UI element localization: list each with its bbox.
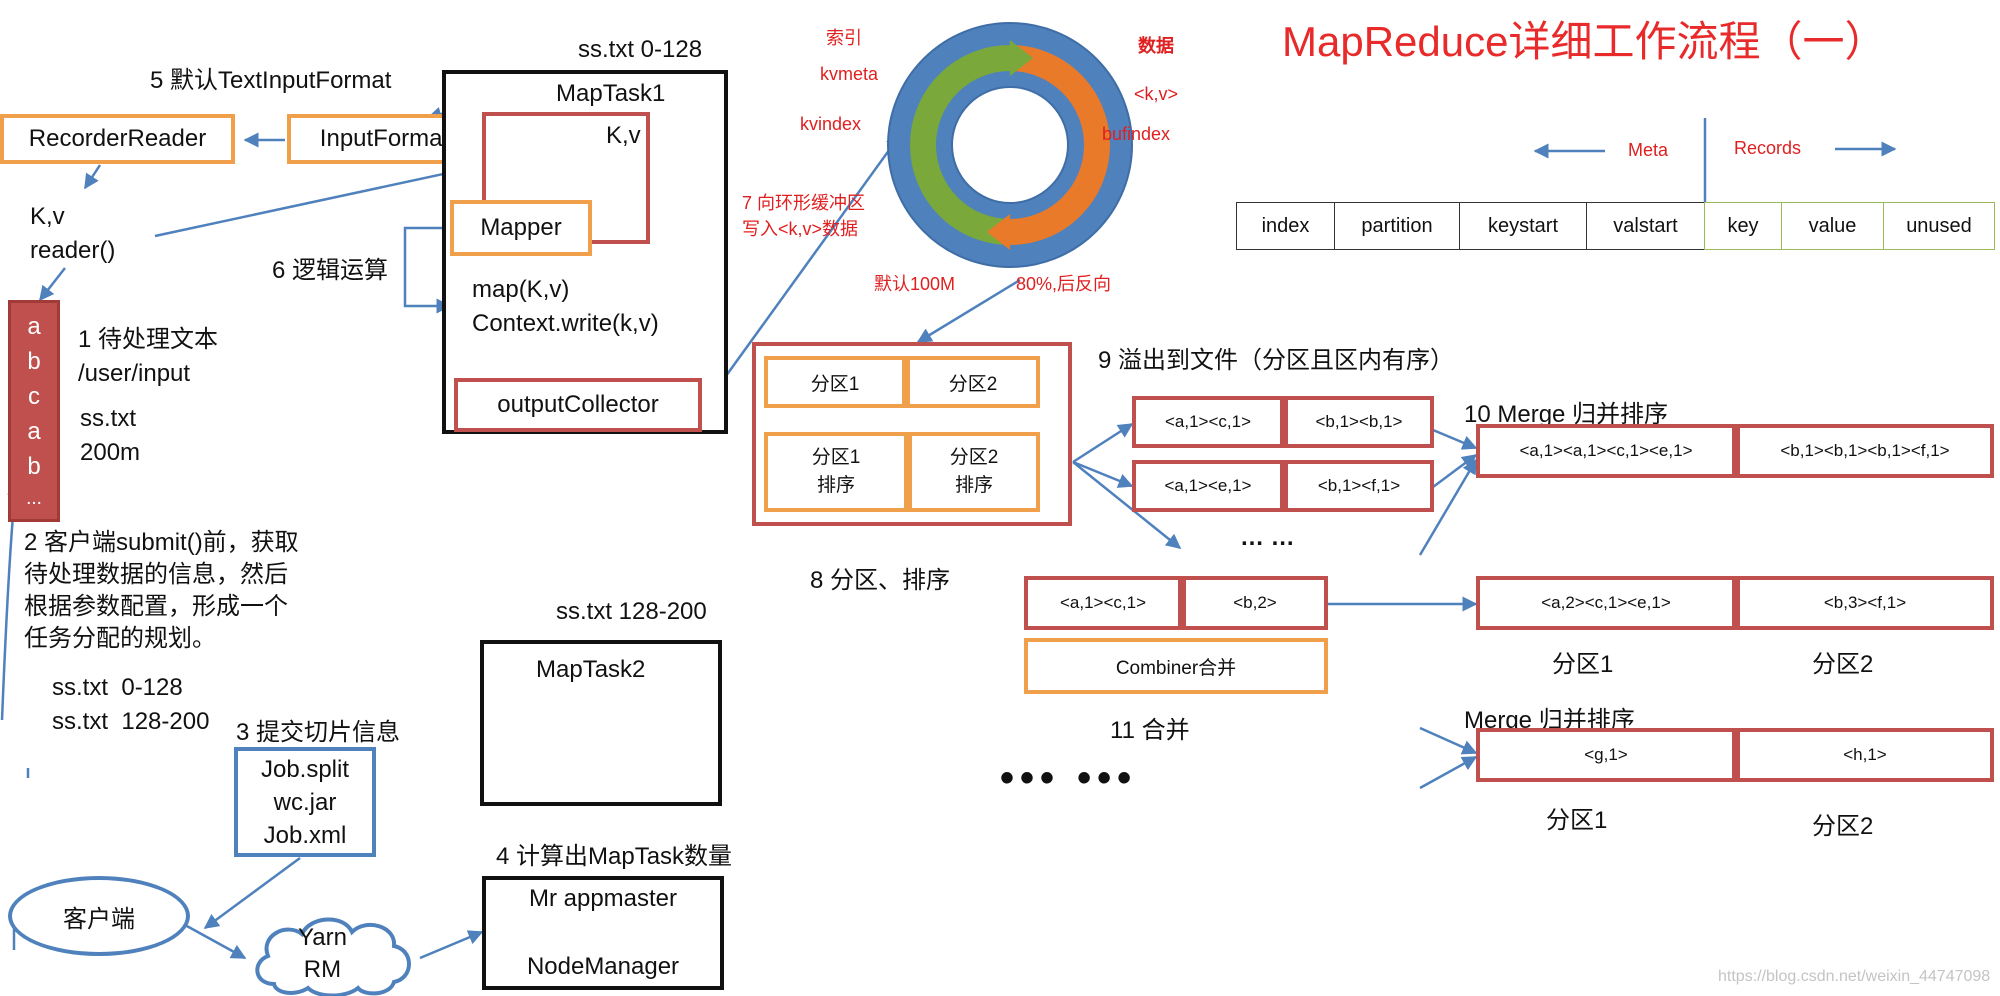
merge2-partition1-label: 分区1 (1546, 807, 1608, 834)
merge2-partition2-label: 分区2 (1812, 813, 1874, 840)
combine-output-cell: <a,2><c,1><e,1> (1476, 576, 1736, 630)
record-cell: key (1704, 202, 1782, 250)
kvindex-label: kvindex (800, 114, 862, 134)
text-block-letter: b (27, 452, 41, 480)
yarn-rm-label: Yarn RM (298, 924, 347, 983)
combine-partition1-label: 分区1 (1552, 651, 1614, 678)
maptask2-title: MapTask2 (536, 656, 646, 683)
input-file-label: ss.txt 200m (80, 405, 141, 466)
text-block-letter: b (27, 347, 41, 375)
index-label: 索引 (826, 28, 862, 48)
spill-threshold-label: 80%,后反向 (1016, 274, 1112, 294)
output-collector-box: outputCollector (454, 378, 702, 432)
maptask1-range: ss.txt 0-128 (578, 36, 703, 63)
partition2-sort-box: 分区2 排序 (908, 432, 1040, 512)
step2-label: 2 客户端submit()前，获取 待处理数据的信息，然后 根据参数配置，形成一… (24, 529, 299, 652)
step11-label: 11 合并 (1110, 717, 1190, 744)
partition1-sort-box: 分区1 排序 (764, 432, 908, 512)
meta-cell: valstart (1586, 202, 1705, 250)
meta-label: Meta (1628, 140, 1669, 160)
merge2-cell: <g,1> (1476, 728, 1736, 782)
text-block-letter: a (27, 417, 41, 445)
step7-label: 7 向环形缓冲区 写入<k,v>数据 (742, 193, 866, 239)
default-size-label: 默认100M (874, 274, 956, 294)
bufindex-label: bufindex (1102, 124, 1171, 144)
splits-label: ss.txt 0-128 ss.txt 128-200 (52, 674, 210, 735)
combine-output-cell: <b,3><f,1> (1736, 576, 1994, 630)
spill-file2-cell: <b,1><f,1> (1284, 460, 1434, 512)
meta-cell: keystart (1459, 202, 1587, 250)
partition1-box: 分区1 (764, 356, 906, 408)
page-title: MapReduce详细工作流程（一） (1282, 18, 1887, 65)
kv-label: K,v (606, 122, 641, 149)
records-label: Records (1734, 138, 1802, 158)
combine-input-cell: <a,1><c,1> (1024, 576, 1182, 630)
step9-label: 9 溢出到文件（分区且区内有序） (1098, 347, 1455, 374)
ellipsis-dots: ••• ••• (1000, 756, 1138, 800)
step6-label: 6 逻辑运算 (272, 257, 389, 284)
spill-dots: … … (1240, 524, 1295, 551)
watermark: https://blog.csdn.net/weixin_44747098 (1718, 968, 1991, 985)
partition2-box: 分区2 (906, 356, 1040, 408)
text-block-letter: ... (26, 487, 42, 509)
job-files-box: Job.split wc.jar Job.xml (234, 747, 376, 857)
recorder-reader-box: RecorderReader (0, 114, 235, 164)
merge2-cell: <h,1> (1736, 728, 1994, 782)
step5-label: 5 默认TextInputFormat (150, 67, 392, 94)
maptask2-box (480, 640, 722, 806)
kv-data-label: <k,v> (1134, 84, 1179, 104)
text-block-letter: a (27, 312, 41, 340)
step1-label: 1 待处理文本 /user/input (78, 326, 219, 387)
record-cell: value (1781, 202, 1884, 250)
appmaster-box: Mr appmaster NodeManager (482, 876, 724, 990)
maptask2-range: ss.txt 128-200 (556, 598, 707, 625)
step3-label: 3 提交切片信息 (236, 719, 401, 746)
merged-cell: <a,1><a,1><c,1><e,1> (1476, 424, 1736, 478)
yarn-cloud-icon (255, 917, 411, 996)
meta-cell: partition (1334, 202, 1460, 250)
step8-label: 8 分区、排序 (810, 567, 951, 594)
combine-input-cell: <b,2> (1182, 576, 1328, 630)
kv-reader-label: K,v reader() (30, 203, 116, 264)
data-label: 数据 (1138, 36, 1174, 56)
record-cell: unused (1883, 202, 1995, 250)
spill-file1-cell: <b,1><b,1> (1284, 396, 1434, 448)
combiner-box: Combiner合并 (1024, 638, 1328, 694)
spill-file2-cell: <a,1><e,1> (1132, 460, 1284, 512)
spill-file1-cell: <a,1><c,1> (1132, 396, 1284, 448)
step4-label: 4 计算出MapTask数量 (496, 843, 733, 870)
merged-cell: <b,1><b,1><b,1><f,1> (1736, 424, 1994, 478)
client-ellipse: 客户端 (8, 876, 190, 956)
map-code-label: map(K,v) Context.write(k,v) (472, 276, 659, 337)
meta-cell: index (1236, 202, 1335, 250)
text-block: a b c a b ... (8, 300, 60, 522)
step10-label: 10 Merge 归并排序 (1464, 401, 1669, 428)
mapper-box: Mapper (450, 200, 592, 256)
combine-partition2-label: 分区2 (1812, 651, 1874, 678)
text-block-letter: c (28, 382, 40, 410)
maptask1-title: MapTask1 (556, 80, 666, 107)
kvmeta-label: kvmeta (820, 64, 879, 84)
ring-buffer (887, 22, 1133, 268)
